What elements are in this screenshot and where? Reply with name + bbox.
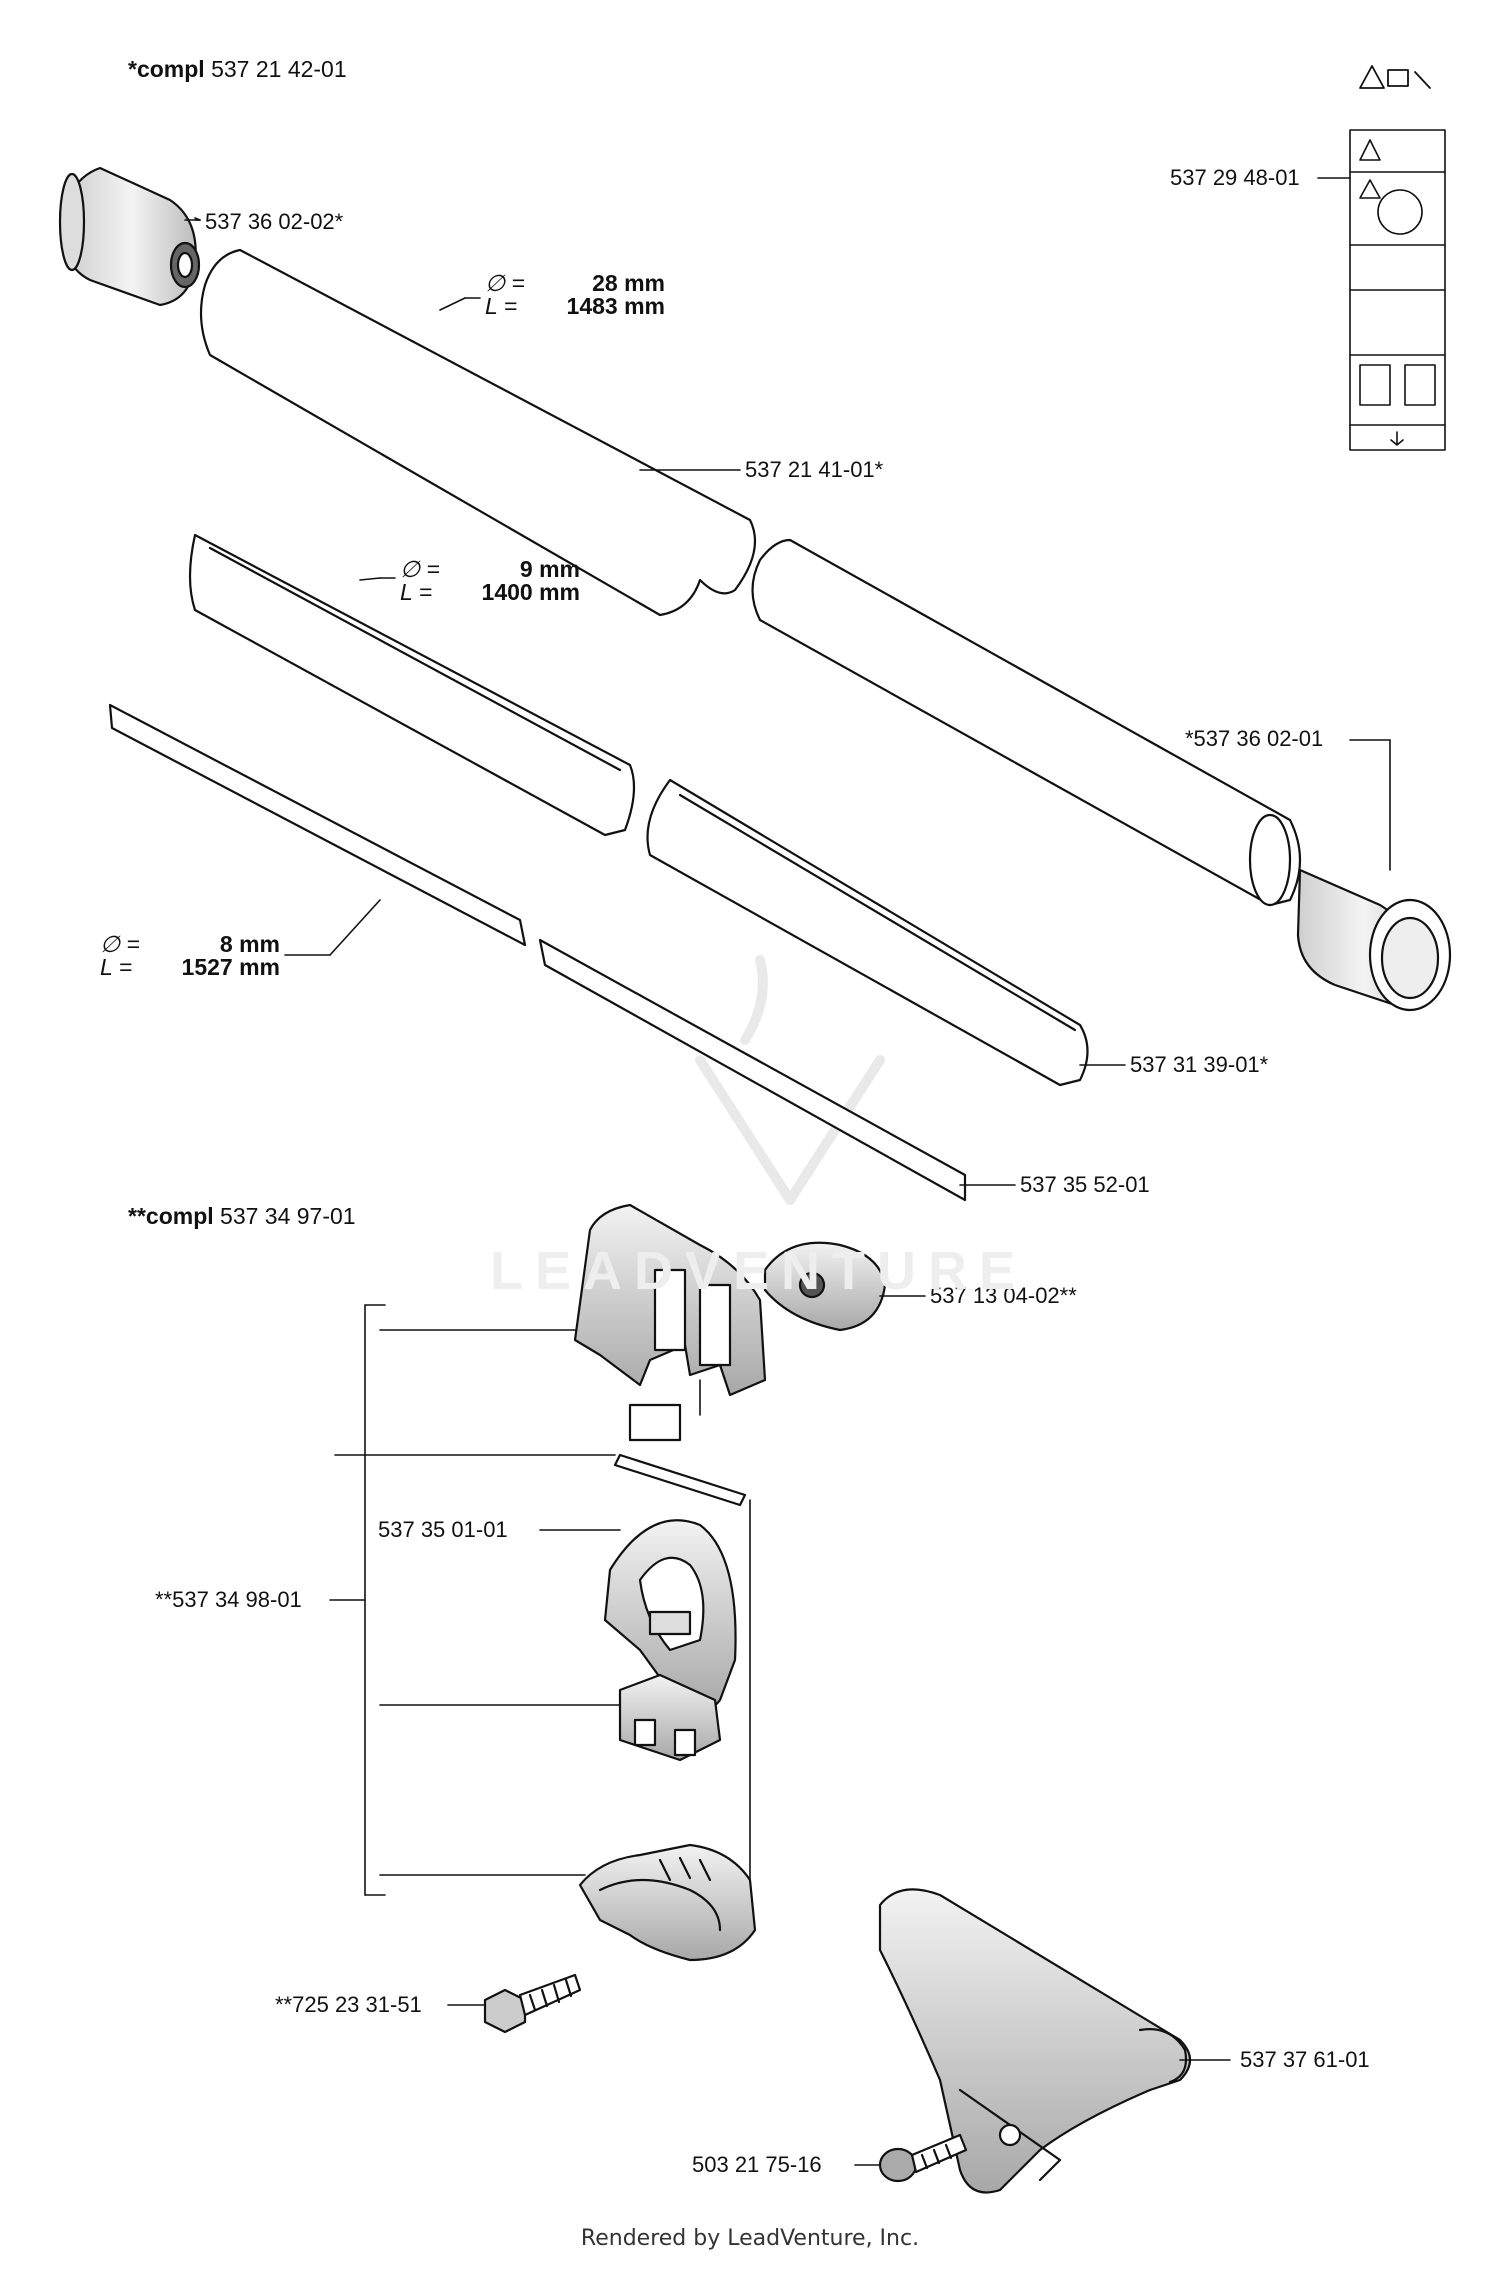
end-cap-top — [58, 166, 201, 307]
guard-bracket — [878, 1888, 1192, 2194]
label-end-cap-top: 537 36 02-02* — [205, 209, 344, 234]
rubber-strip — [613, 1403, 747, 1507]
label-screw: 503 21 75-16 — [692, 2152, 822, 2177]
label-end-cap-bottom: *537 36 02-01 — [1185, 726, 1324, 751]
label-shaft: 537 35 52-01 — [1020, 1172, 1150, 1197]
liner — [188, 533, 1089, 1087]
dim-shaft: ∅ =8 mm L =1527 mm — [100, 931, 280, 981]
watermark-logo — [695, 955, 885, 1205]
lower-clamp — [578, 1843, 757, 1962]
shaft — [108, 703, 967, 1202]
bracket-insert — [618, 1673, 722, 1762]
label-handle-loop: 537 35 01-01 — [378, 1517, 508, 1542]
decal-sheet — [1349, 129, 1446, 451]
assembly-1-header: *compl 537 21 42-01 — [128, 56, 347, 82]
tube — [199, 248, 1302, 907]
dim-liner: ∅ =9 mm L =1400 mm — [400, 556, 580, 606]
upper-clamp — [573, 1203, 767, 1397]
footer-credit: Rendered by LeadVenture, Inc. — [580, 2226, 920, 2251]
label-decal: 537 29 48-01 — [1170, 165, 1300, 190]
label-liner: 537 31 39-01* — [1130, 1052, 1269, 1077]
handle-loop — [603, 1519, 737, 1713]
watermark-text: LEADVENTURE — [490, 1241, 1028, 1301]
label-bolt: **725 23 31-51 — [275, 1992, 422, 2017]
screw — [878, 2133, 968, 2183]
warning-icons — [1359, 65, 1431, 89]
leader-lines — [184, 177, 1391, 2166]
label-tube: 537 21 41-01* — [745, 457, 884, 482]
nut-plate — [763, 1241, 887, 1332]
label-handle-assembly: **537 34 98-01 — [155, 1587, 302, 1612]
bolt — [483, 1973, 582, 2034]
label-nut-plate: 537 13 04-02** — [930, 1283, 1077, 1308]
assembly-2-header: **compl 537 34 97-01 — [128, 1203, 356, 1229]
end-cap-bottom — [1296, 868, 1452, 1012]
dim-tube: ∅ =28 mm L =1483 mm — [485, 270, 665, 320]
label-guard-bracket: 537 37 61-01 — [1240, 2047, 1370, 2072]
